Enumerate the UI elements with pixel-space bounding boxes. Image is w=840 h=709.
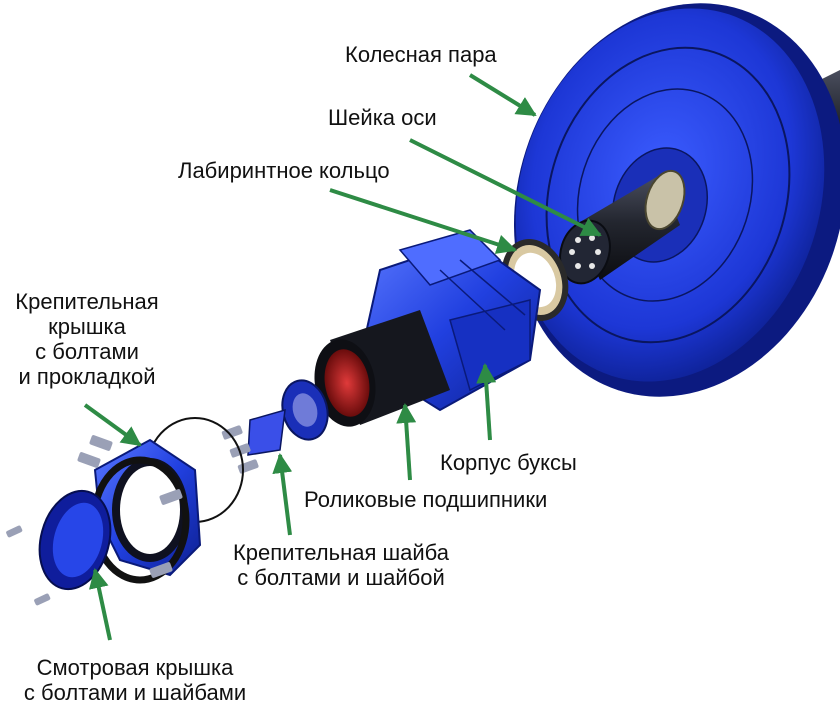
label-fastening-cover: Крепительная крышка с болтами и прокладк… — [2, 289, 172, 389]
arrow-wheelset — [468, 73, 537, 117]
label-fastening-washer-line-2: с болтами и шайбой — [237, 565, 445, 590]
roller-bearings — [314, 310, 450, 427]
label-wheelset: Колесная пара — [345, 42, 497, 67]
label-roller-bearings: Роликовые подшипники — [304, 487, 548, 512]
label-fastening-cover-line-4: и прокладкой — [18, 364, 156, 389]
washer-bolts — [221, 408, 286, 474]
arrow-inspection-cover — [88, 568, 112, 641]
label-fastening-cover-line-2: крышка — [48, 314, 126, 339]
arrow-roller-bearings — [396, 403, 417, 481]
label-inspection-cover-line-2: с болтами и шайбами — [23, 680, 247, 705]
arrow-labyrinth-ring — [329, 188, 517, 254]
inspection-cover — [6, 489, 112, 606]
axle-journal — [559, 169, 686, 285]
label-axlebox-housing: Корпус буксы — [440, 450, 577, 475]
label-fastening-washer-line-1: Крепительная шайба — [232, 540, 450, 565]
label-fastening-cover-line-1: Крепительная — [15, 289, 159, 314]
label-fastening-cover-line-3: с болтами — [35, 339, 139, 364]
label-axle-journal: Шейка оси — [328, 105, 437, 130]
label-inspection-cover: Смотровая крышка с болтами и шайбами — [4, 655, 266, 705]
arrow-axlebox-housing — [476, 363, 497, 441]
fastening-washer — [281, 379, 329, 441]
arrow-axle-journal — [409, 138, 602, 237]
pointer-arrows — [83, 73, 602, 641]
arrow-fastening-washer — [272, 453, 293, 536]
fastening-cover — [77, 435, 202, 584]
label-labyrinth-ring: Лабиринтное кольцо — [178, 158, 390, 183]
arrow-fastening-cover — [83, 403, 142, 447]
label-fastening-washer: Крепительная шайба с болтами и шайбой — [205, 540, 477, 590]
label-inspection-cover-line-1: Смотровая крышка — [36, 655, 234, 680]
